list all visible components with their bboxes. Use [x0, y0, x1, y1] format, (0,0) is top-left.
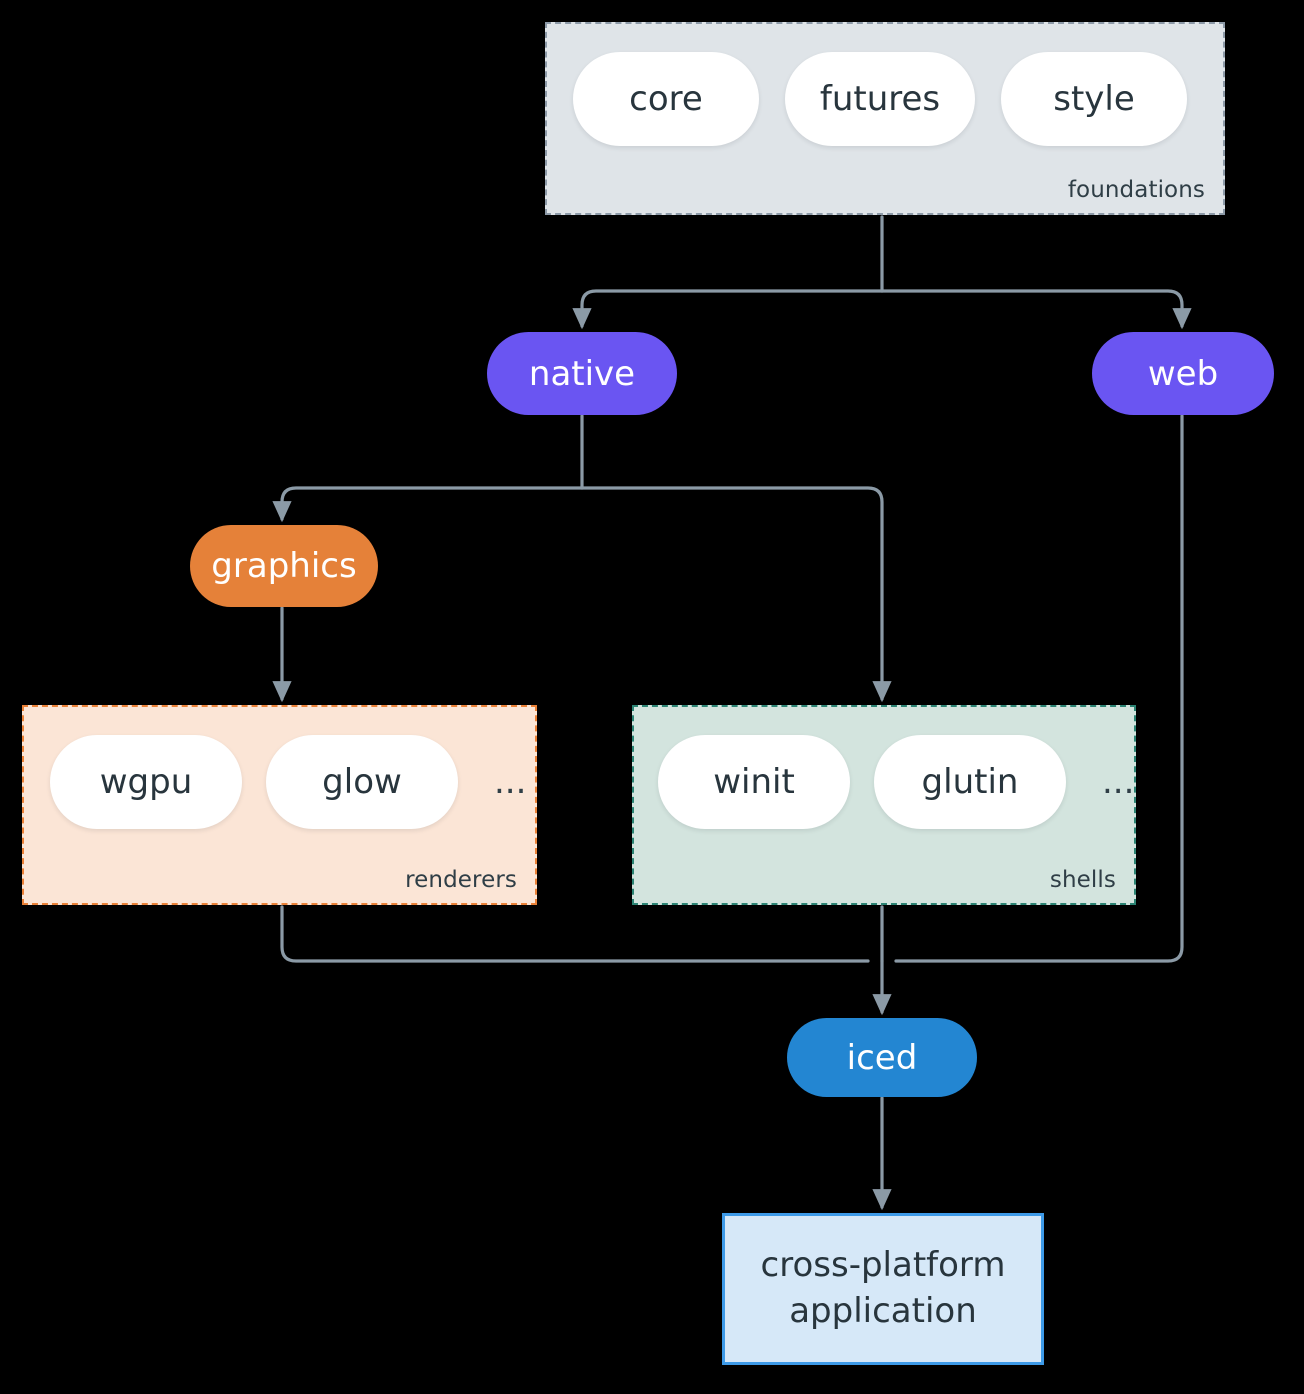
group-label-foundations: foundations — [1067, 177, 1205, 203]
node-iced[interactable]: iced — [787, 1018, 977, 1097]
pill-glow[interactable]: glow — [266, 735, 458, 829]
node-native[interactable]: native — [487, 332, 677, 415]
pill-futures[interactable]: futures — [785, 52, 975, 146]
edge-native-to-shells — [580, 486, 892, 703]
group-foundations: core futures style foundations — [545, 22, 1225, 215]
application-line-1: cross-platform — [760, 1245, 1006, 1286]
pill-glutin[interactable]: glutin — [874, 735, 1066, 829]
renderers-more-ellipsis: ... — [494, 762, 527, 802]
group-shells: winit glutin ... shells — [632, 705, 1136, 905]
group-renderers: wgpu glow ... renderers — [22, 705, 537, 905]
node-cross-platform-application[interactable]: cross-platform application — [722, 1213, 1044, 1365]
pill-winit[interactable]: winit — [658, 735, 850, 829]
edge-foundations-to-web — [880, 289, 1192, 330]
pill-wgpu[interactable]: wgpu — [50, 735, 242, 829]
edge-renderers-to-iced — [280, 905, 870, 963]
group-label-renderers: renderers — [405, 867, 517, 893]
pill-core[interactable]: core — [573, 52, 759, 146]
shells-pill-row: winit glutin ... — [658, 735, 1140, 829]
edge-foundations-to-native — [572, 289, 884, 330]
edge-native-to-graphics — [272, 486, 584, 523]
node-web[interactable]: web — [1092, 332, 1274, 415]
renderers-pill-row: wgpu glow ... — [50, 735, 532, 829]
shells-more-ellipsis: ... — [1102, 762, 1135, 802]
pill-style[interactable]: style — [1001, 52, 1187, 146]
application-line-2: application — [789, 1291, 977, 1331]
node-graphics[interactable]: graphics — [190, 525, 378, 607]
group-label-shells: shells — [1049, 867, 1116, 893]
foundations-pill-row: core futures style — [573, 52, 1187, 146]
